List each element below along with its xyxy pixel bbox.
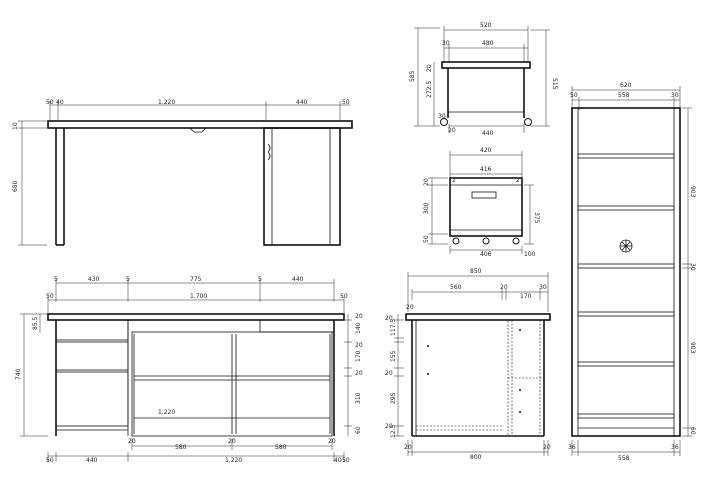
- dim-label: 1.220: [158, 99, 175, 106]
- dim-label: 30: [689, 263, 696, 271]
- dim-label: 416: [480, 166, 492, 173]
- dim-label: 480: [482, 40, 494, 47]
- dim-label: 30: [438, 113, 446, 120]
- dim-label: 903: [689, 186, 696, 198]
- dim-label: 2: [452, 177, 456, 184]
- dim-label: 560: [450, 284, 462, 291]
- dim-label: 903: [689, 342, 696, 354]
- dim-label: 50: [46, 457, 54, 464]
- dim-label: 50: [46, 99, 54, 106]
- dim-label: 558: [618, 455, 630, 462]
- dim-label: 300: [423, 202, 430, 214]
- dim-label: 420: [480, 147, 492, 154]
- cart-side-view: 520 30 480 585 20 272.5 30 515 20 440: [409, 22, 558, 137]
- dim-label: 20: [228, 438, 236, 445]
- dim-label: 680: [12, 180, 19, 192]
- dim-label: 170: [520, 293, 532, 300]
- dim-label: 50: [340, 293, 348, 300]
- dim-label: 30: [442, 40, 450, 47]
- dim-label: 50: [570, 92, 578, 99]
- dim-label: 20: [355, 370, 363, 377]
- dim-label: 1.220: [225, 457, 242, 464]
- dim-label: 20: [423, 178, 430, 186]
- dim-label: 585: [409, 70, 416, 82]
- dim-label: 20: [355, 313, 363, 320]
- dim-label: 580: [275, 444, 287, 451]
- dim-label: 36: [568, 444, 576, 451]
- dim-label: 440: [482, 130, 494, 137]
- dim-label: 406: [480, 251, 492, 258]
- dim-label: 140: [355, 322, 362, 334]
- dim-label: 1.700: [190, 293, 207, 300]
- dim-label: 20: [404, 444, 412, 451]
- dim-label: 440: [86, 457, 98, 464]
- dim-label: 20: [426, 64, 433, 72]
- dim-label: 50: [342, 457, 350, 464]
- dim-label: 10: [12, 122, 19, 130]
- dim-label: 5: [258, 276, 262, 283]
- dim-label: 20: [406, 304, 414, 311]
- dim-label: 50: [423, 235, 430, 243]
- dim-label: 85.5: [32, 316, 39, 330]
- dim-label: 800: [470, 454, 482, 461]
- dim-label: 155: [390, 350, 397, 362]
- dim-label: 775: [190, 276, 202, 283]
- dim-label: 170: [355, 350, 362, 362]
- dim-label: 30: [671, 92, 679, 99]
- dim-label: 440: [296, 99, 308, 106]
- dim-label: 558: [618, 92, 630, 99]
- dim-label: 100: [524, 251, 536, 258]
- dim-label: 50: [342, 99, 350, 106]
- dim-label: 50: [46, 293, 54, 300]
- dim-label: 20: [128, 438, 136, 445]
- dim-label: 375: [533, 212, 540, 224]
- dim-label: 520: [480, 22, 492, 29]
- dim-label: 20: [385, 315, 393, 322]
- dim-label: 117.5: [390, 319, 397, 336]
- dim-label: 20: [355, 342, 363, 349]
- dim-label: 30: [539, 284, 547, 291]
- dim-label: 740: [15, 368, 22, 380]
- desk-side-section: 850 560 20 170 30 20 20 117: [385, 268, 551, 461]
- dim-label: 440: [292, 276, 304, 283]
- dim-label: 12.5: [390, 424, 397, 438]
- dim-label: 60: [355, 426, 362, 434]
- dim-label: 20: [328, 438, 336, 445]
- tall-shelf: 620 50 558 30 903 30 903 60 36 558: [568, 82, 696, 462]
- dim-label: 20: [385, 370, 393, 377]
- dim-label: 272.5: [426, 81, 433, 98]
- dim-label: 20: [543, 444, 551, 451]
- dim-label: 850: [470, 268, 482, 275]
- front-desk-elevation: 50 40 1.220 440 50 10 680: [12, 99, 353, 246]
- desk-front-elevation: 5 430 5 775 5 440 50 1.700 50 85.5 740: [15, 276, 363, 464]
- dim-label: 40: [334, 457, 342, 464]
- dim-label: 5: [126, 276, 130, 283]
- dim-label: 295: [390, 392, 397, 404]
- dim-label: 310: [355, 392, 362, 404]
- dim-label: 580: [175, 444, 187, 451]
- cart-front-view: 420 416 20 300 50 375 2 2 406 100: [423, 147, 540, 258]
- dim-label: 620: [620, 82, 632, 89]
- dim-label: 20: [385, 423, 393, 430]
- dim-label: 515: [551, 78, 558, 90]
- dim-label: 20: [448, 127, 456, 134]
- dim-label: 5: [54, 276, 58, 283]
- dim-label: 20: [500, 284, 508, 291]
- dim-label: 40: [56, 99, 64, 106]
- dim-label: 1.220: [158, 409, 175, 416]
- dim-label: 36: [671, 444, 679, 451]
- dim-label: 430: [88, 276, 100, 283]
- dim-label: 60: [689, 427, 696, 435]
- dim-label: 2: [516, 177, 520, 184]
